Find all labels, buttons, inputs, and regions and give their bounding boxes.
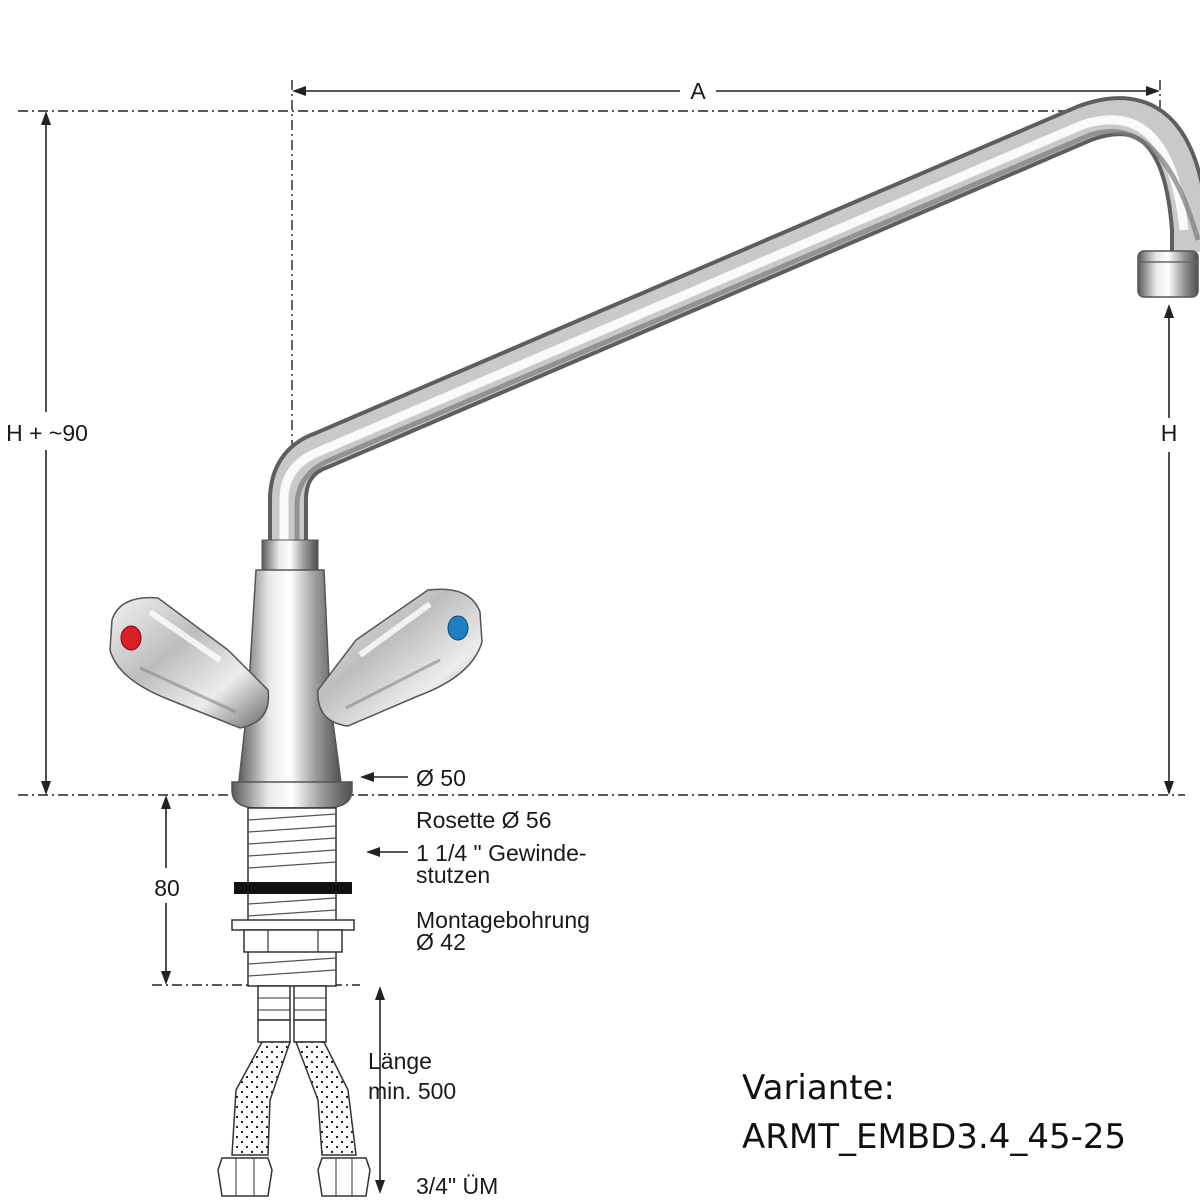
dimension-a: A [292,78,1160,104]
washer [231,919,355,931]
dimension-hose-length [375,986,385,1194]
rosette [231,781,353,809]
dimension-shaft-height-label: 80 [154,875,180,901]
callout-arrows [360,772,408,857]
spout [268,96,1200,545]
dimension-a-label: A [690,78,706,104]
mounting-hole-label-line2: Ø 42 [416,929,466,955]
variant-code: ARMT_EMBD3.4_45-25 [742,1117,1126,1157]
mounting-hole-label-line1: Montagebohrung [416,907,590,933]
dimension-total-height: H + ~90 [6,111,88,795]
hose-length-label-line1: Länge [368,1048,432,1074]
dimension-spout-height-label: H [1161,420,1178,446]
hose-length-label-line2: min. 500 [368,1078,456,1104]
rosette-label: Rosette Ø 56 [416,807,552,833]
cold-hose-nut [317,1157,371,1197]
supply-hoses [217,985,371,1197]
body-diameter-label: Ø 50 [416,765,466,791]
hot-hose-nut [217,1157,273,1197]
cold-indicator-icon [447,615,469,641]
rubber-gasket [234,882,352,894]
hot-indicator-icon [120,625,142,651]
threaded-shank [231,807,355,987]
aerator [1137,250,1199,298]
thread-label-line2: stutzen [416,862,490,888]
lock-nut [243,929,343,953]
dimension-spout-height: H [1161,304,1178,795]
cold-water-handle [317,588,483,727]
dimension-total-height-label: H + ~90 [6,420,88,446]
dimension-shaft-height: 80 [154,795,180,985]
hot-hose [231,1041,292,1156]
variant-label: Variante: [742,1068,895,1108]
hose-connector-label: 3/4" ÜM [416,1173,498,1199]
thread-label-line1: 1 1/4 " Gewinde- [416,840,587,866]
hot-water-handle [109,596,270,729]
cold-hose [294,1041,357,1156]
